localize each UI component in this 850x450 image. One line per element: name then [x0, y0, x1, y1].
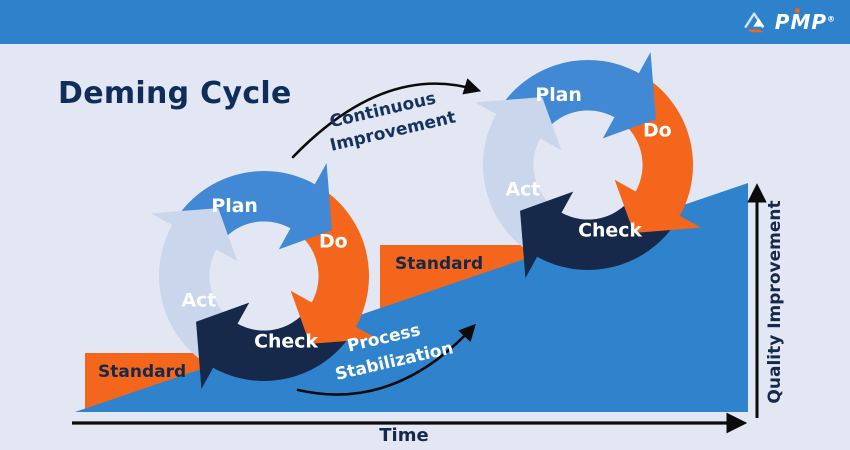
time-axis-label: Time — [379, 425, 428, 446]
brand-logo-text: PMP® — [774, 8, 836, 34]
top-bar: PMP® — [0, 0, 850, 44]
standard-label-2: Standard — [395, 254, 483, 274]
act-label: Act — [505, 178, 540, 200]
do-label: Do — [319, 231, 348, 253]
brand-logo[interactable]: PMP® — [742, 8, 836, 35]
page-title: Deming Cycle — [58, 76, 292, 111]
check-label: Check — [578, 219, 642, 241]
continuous-improvement-arrow — [291, 78, 482, 159]
standard-label-1: Standard — [98, 362, 186, 382]
logo-accent-dot — [794, 8, 800, 13]
mountain-logo-icon — [744, 12, 765, 33]
pdca-cycle-2: Plan Do Check Act — [475, 52, 701, 278]
quality-axis-label: Quality Improvement — [765, 200, 785, 403]
check-label: Check — [254, 330, 318, 352]
plan-label: Plan — [535, 84, 582, 106]
continuous-improvement-annotation: Continuous Improvement — [328, 88, 458, 155]
plan-label: Plan — [211, 195, 258, 217]
process-stabilization-arrow — [296, 323, 476, 396]
do-label: Do — [643, 120, 672, 142]
registered-mark: ® — [827, 14, 836, 24]
act-label: Act — [181, 289, 216, 311]
pdca-cycle-1: Plan Do Check Act — [151, 163, 377, 389]
